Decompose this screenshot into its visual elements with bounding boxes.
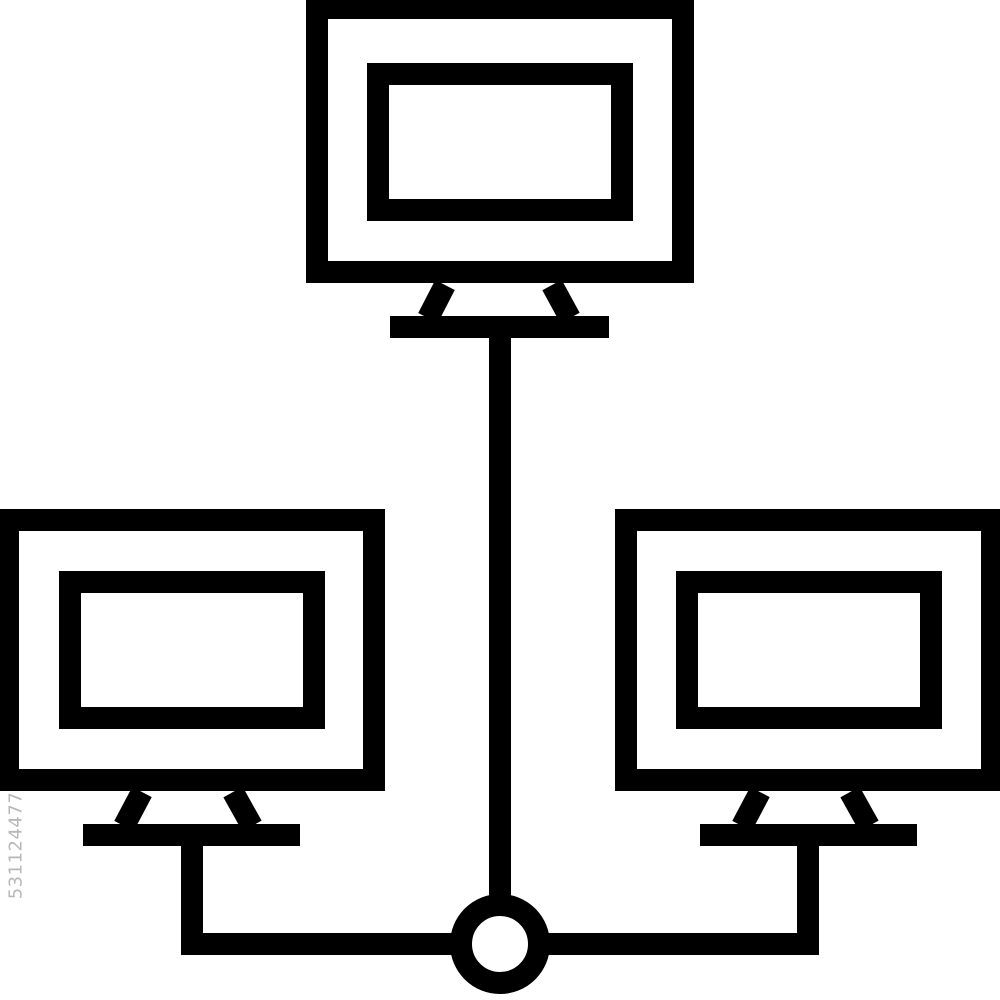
left-monitor-screen	[59, 571, 325, 729]
right-monitor-stand	[732, 786, 879, 832]
right-monitor-screen	[676, 571, 942, 729]
top-monitor-screen	[367, 63, 633, 221]
left-monitor-stand	[114, 786, 262, 832]
watermark-id: 531124477	[2, 770, 30, 920]
left-computer-icon	[0, 509, 385, 846]
network-hub-node	[450, 894, 550, 994]
top-computer-icon	[306, 0, 694, 338]
right-monitor-frame	[615, 509, 1000, 791]
left-monitor-frame	[0, 509, 385, 791]
right-to-hub-link	[542, 846, 819, 955]
watermark-id-text: 531124477	[5, 791, 27, 899]
left-to-hub-link	[181, 846, 458, 955]
top-monitor-frame	[306, 0, 694, 283]
right-computer-icon	[615, 509, 1000, 846]
top-monitor-stand	[418, 279, 580, 324]
